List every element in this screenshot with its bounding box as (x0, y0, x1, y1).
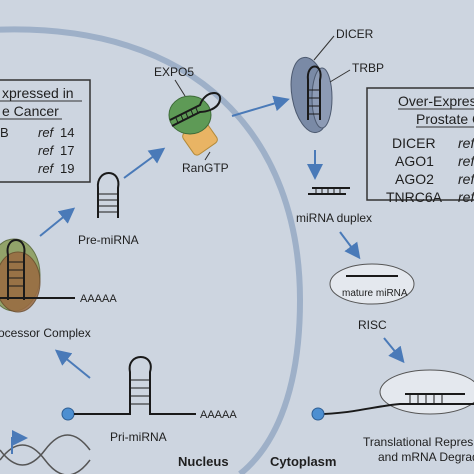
expo5-pointer (174, 79, 186, 97)
right-row-2-gene: AGO1 (395, 153, 434, 169)
left-box-title-2: e Cancer (2, 103, 59, 119)
dicer-hairpin (306, 65, 322, 120)
pre-mirna-label: Pre-miRNA (78, 233, 139, 247)
right-row-3-ref: ref (458, 171, 474, 187)
left-box (0, 79, 91, 183)
left-row-2-ref: ref (38, 143, 55, 158)
microprocessor-complex (0, 238, 75, 313)
left-row-1-gene: B (0, 125, 9, 140)
translational-label-2: and mRNA Degrad (378, 450, 474, 464)
mirna-duplex-glyph (308, 187, 350, 195)
pri-mirna-cap (61, 407, 75, 421)
dicer-label: DICER (336, 27, 374, 41)
aaaaa-bottom-label: AAAAA (200, 409, 237, 421)
risc-mrna-complex (379, 369, 474, 415)
right-box-title-2: Prostate C (416, 111, 474, 127)
dicer-complex (290, 56, 333, 134)
pri-mirna-label: Pri-miRNA (110, 430, 167, 444)
trbp-pointer (329, 69, 351, 83)
expo5-label: EXPO5 (154, 65, 194, 79)
aaaaa-top-label: AAAAA (80, 293, 117, 305)
transcription-start-icon (11, 430, 28, 454)
nuclear-membrane (0, 26, 304, 474)
left-row-3-num: 19 (60, 161, 74, 176)
expo5-complex (168, 92, 222, 156)
microprocessor-label: ocessor Complex (0, 326, 91, 340)
left-box-title-1: xpressed in (2, 85, 74, 101)
right-row-1-ref: ref (458, 135, 474, 151)
left-row-1-num: 14 (60, 125, 74, 140)
mirna-duplex-label: miRNA duplex (296, 211, 372, 225)
translational-label-1: Translational Repres (363, 435, 473, 449)
pathway-arrows (39, 95, 405, 379)
right-row-3-gene: AGO2 (395, 171, 434, 187)
left-row-2-num: 17 (60, 143, 74, 158)
arrow-risc-to-target (383, 337, 405, 364)
arrow-micro-to-pre (39, 207, 76, 237)
mature-mirna-oval (329, 263, 415, 305)
nucleus-label: Nucleus (178, 454, 229, 469)
right-row-1-gene: DICER (392, 135, 436, 151)
risc-label: RISC (358, 318, 387, 332)
expo5-shape (168, 95, 212, 135)
right-box (366, 87, 474, 201)
pre-mirna-hairpin (96, 172, 120, 218)
trbp-label: TRBP (352, 61, 384, 75)
mature-mirna-label: mature miRNA (342, 288, 408, 299)
arrow-pri-to-micro (54, 349, 91, 379)
target-mrna (317, 403, 474, 415)
right-box-title-1: Over-Express (398, 93, 474, 109)
arrow-expo5-to-dicer (231, 95, 290, 117)
rangtp-pointer (204, 151, 211, 161)
right-row-4-gene: TNRC6A (386, 189, 443, 205)
left-row-1-ref: ref (38, 125, 55, 140)
rangtp-label: RanGTP (182, 161, 229, 175)
arrow-pre-to-expo5 (123, 147, 166, 179)
left-row-3-ref: ref (38, 161, 55, 176)
pri-mirna (61, 356, 196, 421)
expo5-hairpin (169, 92, 222, 127)
dicer-pointer (313, 35, 335, 61)
right-row-2-ref: ref (458, 153, 474, 169)
target-mrna-cap (311, 407, 325, 421)
right-row-4-ref: ref (458, 189, 474, 205)
arrow-duplex-to-mature (339, 231, 361, 260)
cytoplasm-label: Cytoplasm (270, 454, 336, 469)
dna-helix (0, 434, 91, 474)
